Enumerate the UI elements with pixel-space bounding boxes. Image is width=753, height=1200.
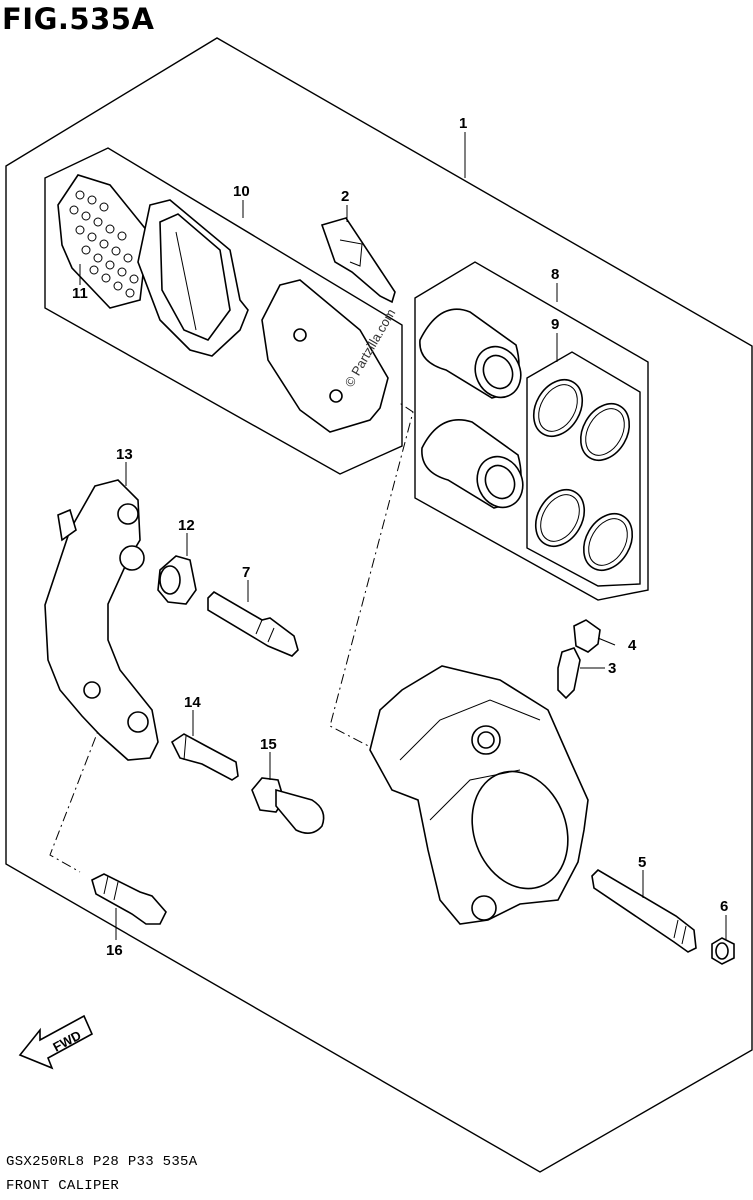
brake-pad-outer xyxy=(137,199,249,357)
callout-5: 5 xyxy=(638,854,646,871)
slide-pin xyxy=(207,590,299,657)
callout-16: 16 xyxy=(106,942,123,959)
callout-3: 3 xyxy=(608,660,616,677)
piston-seals xyxy=(532,378,634,572)
callout-7: 7 xyxy=(242,564,250,581)
callout-9: 9 xyxy=(551,316,559,333)
caliper-mounting-bolt xyxy=(251,777,325,834)
caliper-bracket xyxy=(44,479,159,761)
caliper-pin-boot xyxy=(711,937,735,965)
callout-1: 1 xyxy=(459,115,467,132)
assembly-frame xyxy=(5,37,753,1173)
callout-8: 8 xyxy=(551,266,559,283)
pad-spring xyxy=(320,217,396,304)
leader-caliper-to-pads xyxy=(329,401,414,753)
callout-12: 12 xyxy=(178,517,195,534)
piston-lower xyxy=(421,419,524,509)
piston-upper xyxy=(419,308,522,399)
bleeder-valve xyxy=(557,647,581,700)
callout-4: 4 xyxy=(628,637,637,654)
callout-6: 6 xyxy=(720,898,728,915)
pin-bolt xyxy=(170,733,239,781)
leader-bracket-to-bolt xyxy=(49,699,111,873)
piston-kit-frame xyxy=(414,261,649,601)
bracket-bolt xyxy=(91,873,167,925)
bleeder-cap xyxy=(573,619,601,653)
callout-15: 15 xyxy=(260,736,277,753)
callout-2: 2 xyxy=(341,188,349,205)
diagram-name: FRONT CALIPER xyxy=(6,1178,120,1194)
callout-11: 11 xyxy=(72,285,88,302)
caliper-body xyxy=(369,665,589,925)
callout-leaders xyxy=(79,132,727,940)
brake-pad-inner xyxy=(261,279,389,433)
figure-title: FIG.535A xyxy=(2,2,155,36)
pad-kit-frame xyxy=(44,147,403,475)
seal-kit-frame xyxy=(526,351,641,587)
slide-pin-boot xyxy=(157,555,197,605)
callout-14: 14 xyxy=(184,694,201,711)
caliper-pin xyxy=(591,868,697,953)
callout-13: 13 xyxy=(116,446,133,463)
diagram-code: GSX250RL8 P28 P33 535A xyxy=(6,1154,198,1170)
callout-10: 10 xyxy=(233,183,250,200)
forward-direction-arrow: FWD xyxy=(18,1014,94,1070)
